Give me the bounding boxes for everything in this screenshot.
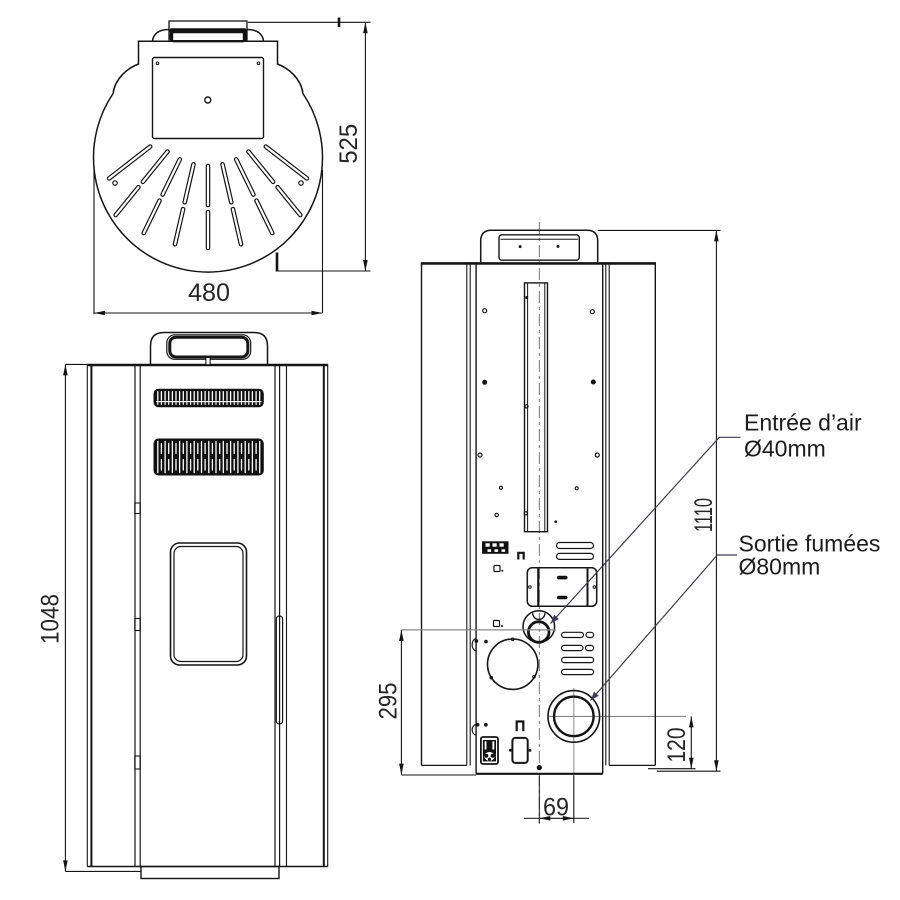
svg-text:120: 120 <box>663 728 691 763</box>
svg-text:Ø40mm: Ø40mm <box>744 436 826 462</box>
svg-text:1110: 1110 <box>690 498 718 532</box>
svg-text:Sortie fumées: Sortie fumées <box>739 531 881 557</box>
svg-text:69: 69 <box>543 794 569 822</box>
svg-text:480: 480 <box>188 279 230 307</box>
svg-text:295: 295 <box>375 683 403 720</box>
svg-text:1048: 1048 <box>37 594 65 644</box>
svg-text:Entrée d’air: Entrée d’air <box>744 410 862 436</box>
svg-text:Ø80mm: Ø80mm <box>739 554 821 580</box>
svg-text:525: 525 <box>335 124 363 164</box>
